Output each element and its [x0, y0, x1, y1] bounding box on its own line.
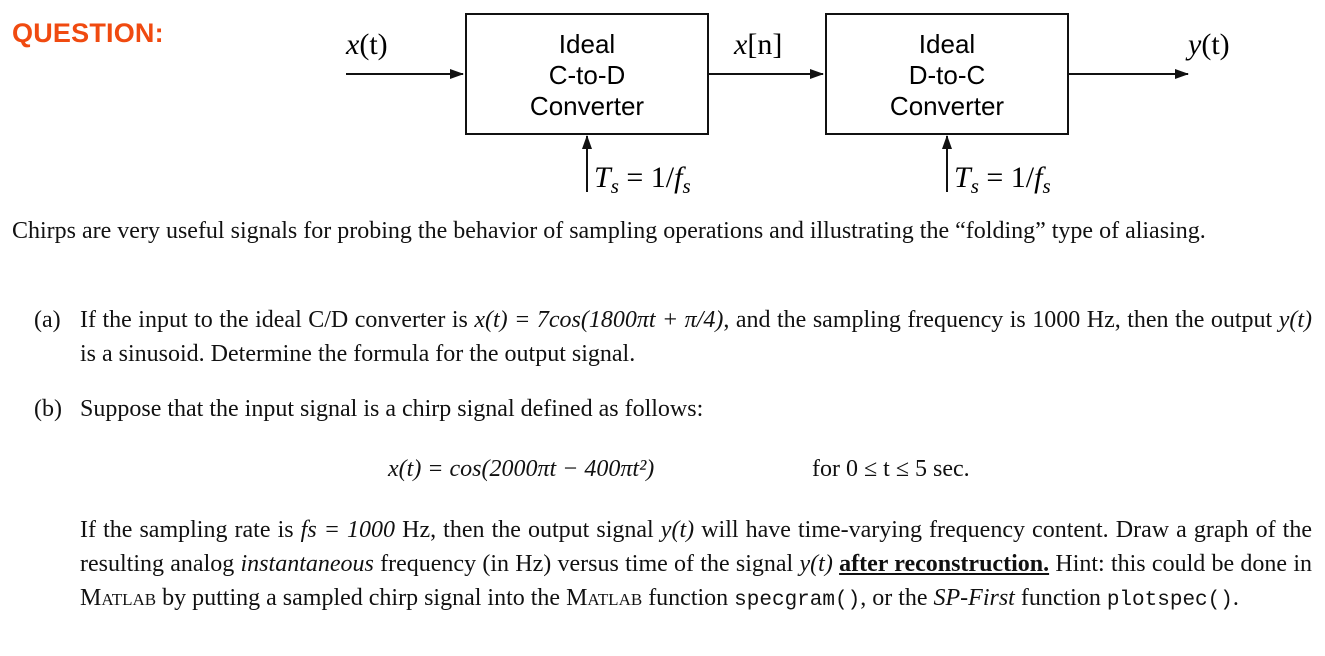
part-a-input-equation: x(t) = 7cos(1800πt + π/4): [474, 307, 724, 333]
cd-box-line1: Ideal: [559, 29, 615, 59]
sampling-block-diagram: x(t) Ideal C-to-D Converter x[n] Ideal D…: [345, 13, 1230, 198]
dc-box-line2: D-to-C: [909, 60, 986, 90]
chirp-formula: x(t) = cos(2000πt − 400πt²): [388, 456, 655, 482]
dc-box-line1: Ideal: [919, 29, 975, 59]
discrete-signal-label: x[n]: [733, 28, 782, 61]
question-label: QUESTION:: [12, 18, 164, 48]
plotspec-code: plotspec(): [1106, 589, 1233, 612]
part-b-body: If the sampling rate is fs = 1000 Hz, th…: [80, 517, 1313, 612]
part-a-text: If the input to the ideal C/D converter …: [80, 307, 1312, 367]
dc-sampling-label: Ts = 1/fs: [954, 161, 1051, 198]
specgram-code: specgram(): [734, 589, 861, 612]
part-a-label: (a): [34, 307, 61, 333]
chirp-condition: for 0 ≤ t ≤ 5 sec.: [812, 456, 970, 482]
cd-sampling-label: Ts = 1/fs: [594, 161, 691, 198]
part-b-label: (b): [34, 396, 62, 422]
output-signal-label: y(t): [1185, 28, 1230, 61]
cd-box-line3: Converter: [530, 91, 644, 121]
part-b-intro: Suppose that the input signal is a chirp…: [80, 396, 704, 422]
chirp-equation: x(t) = cos(2000πt − 400πt²) for 0 ≤ t ≤ …: [0, 452, 1325, 486]
cd-box-line2: C-to-D: [549, 60, 626, 90]
intro-paragraph: Chirps are very useful signals for probi…: [12, 218, 1206, 244]
dc-box-line3: Converter: [890, 91, 1004, 121]
after-reconstruction-emphasis: after reconstruction.: [839, 551, 1050, 577]
input-signal-label: x(t): [345, 28, 388, 61]
